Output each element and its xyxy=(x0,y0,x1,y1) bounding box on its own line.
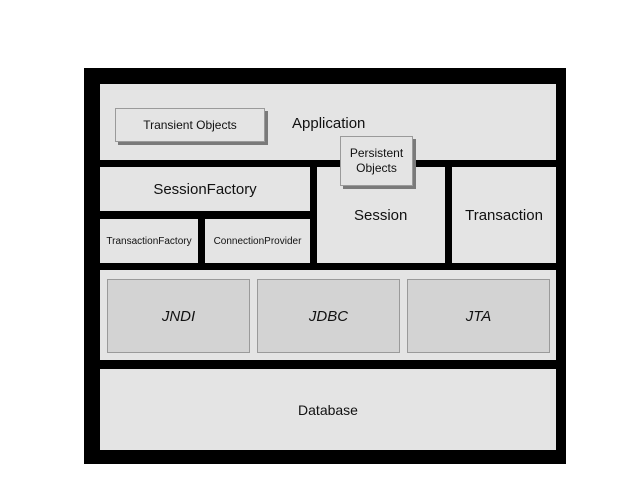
session-factory-label: SessionFactory xyxy=(153,180,257,198)
jta-label: JTA xyxy=(465,307,492,325)
transaction-box: Transaction xyxy=(452,167,556,263)
application-label: Application xyxy=(292,115,366,132)
persistent-objects-box: Persistent Objects xyxy=(340,136,413,186)
connection-provider-box: ConnectionProvider xyxy=(205,219,310,263)
connection-provider-label: ConnectionProvider xyxy=(213,235,302,247)
jdbc-box: JDBC xyxy=(257,279,400,353)
transaction-factory-box: TransactionFactory xyxy=(100,219,198,263)
database-label: Database xyxy=(298,401,358,418)
session-factory-box: SessionFactory xyxy=(100,167,310,211)
transaction-factory-label: TransactionFactory xyxy=(106,235,192,247)
jdbc-label: JDBC xyxy=(308,307,349,325)
jta-box: JTA xyxy=(407,279,550,353)
transient-objects-box: Transient Objects xyxy=(115,108,265,142)
persistent-objects-label: Persistent Objects xyxy=(349,146,404,175)
transient-objects-label: Transient Objects xyxy=(143,118,237,132)
jndi-label: JNDI xyxy=(161,307,196,325)
database-box: Database xyxy=(100,369,556,450)
session-label: Session xyxy=(354,207,408,224)
transaction-label: Transaction xyxy=(465,206,543,224)
jndi-box: JNDI xyxy=(107,279,250,353)
